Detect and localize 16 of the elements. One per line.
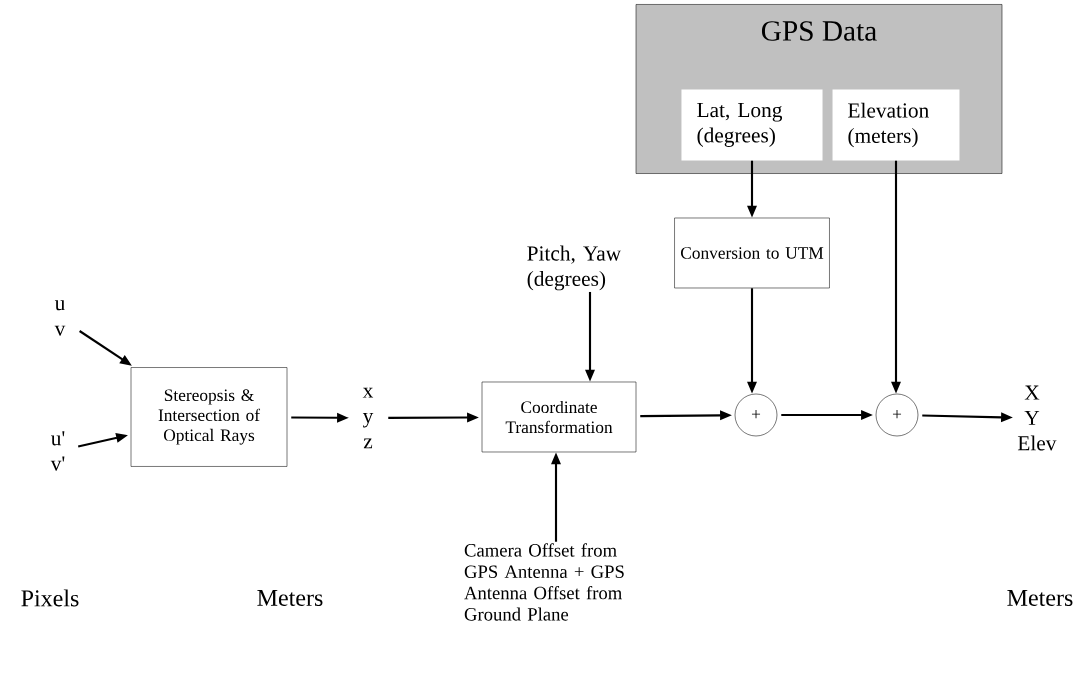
process-box: Stereopsis & Intersection of Optical Rays bbox=[130, 367, 288, 467]
summing-junction: + bbox=[734, 393, 778, 437]
unit-label: Pixels bbox=[21, 589, 79, 607]
input-text: Pitch, Yaw (degrees) bbox=[527, 245, 622, 291]
process-box: Conversion to UTM bbox=[674, 217, 830, 289]
process-box: Coordinate Transformation bbox=[481, 381, 637, 453]
signal-text: x y z bbox=[362, 387, 374, 449]
input-text: u' v' bbox=[50, 431, 65, 471]
output-text: X Y Elev bbox=[1017, 385, 1057, 451]
unit-label: Meters bbox=[257, 590, 323, 606]
summing-junction: + bbox=[875, 393, 919, 437]
data-box: Elevation (meters) bbox=[832, 89, 960, 161]
unit-label: Meters bbox=[1007, 590, 1073, 606]
input-text: u v bbox=[54, 300, 66, 336]
data-box: Lat, Long (degrees) bbox=[681, 89, 823, 161]
input-text: Camera Offset from GPS Antenna + GPS Antenna Offset from Ground Plane bbox=[464, 543, 624, 621]
